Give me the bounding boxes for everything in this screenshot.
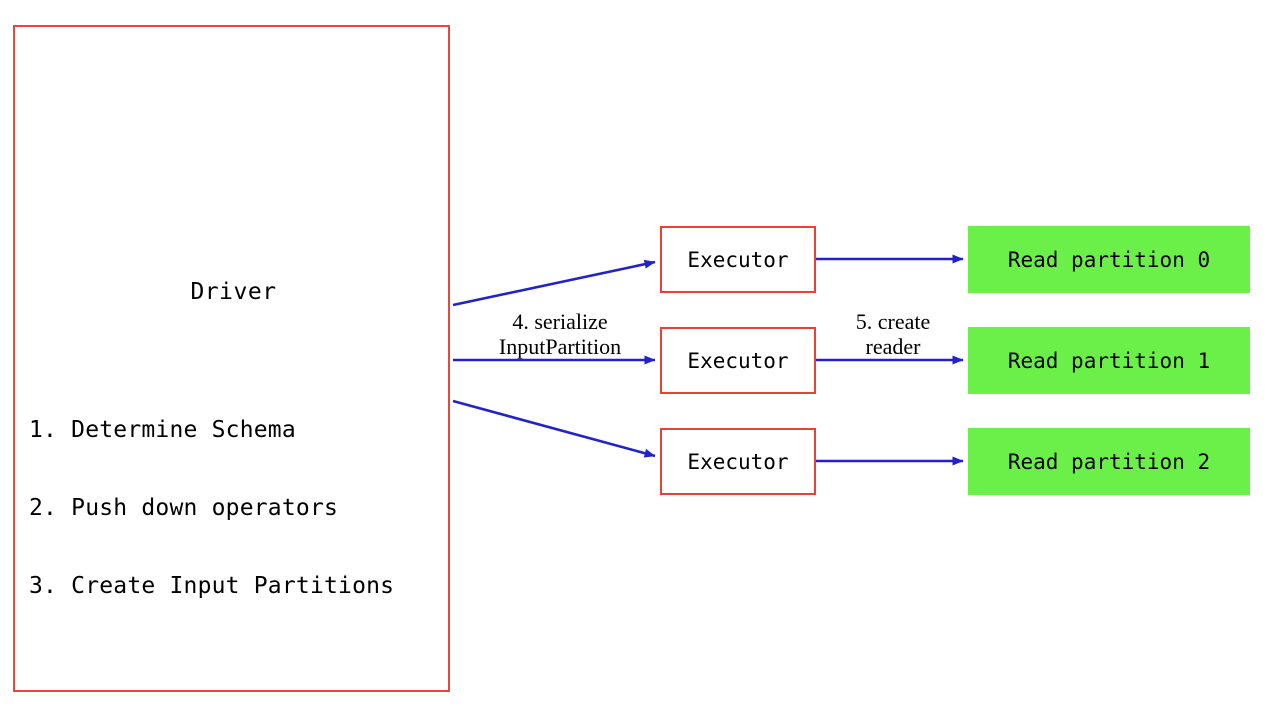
arrow-driver-to-executor-2 <box>452 399 656 458</box>
executor-box-0: Executor <box>660 226 816 293</box>
driver-step-2: 2. Push down operators <box>29 495 339 521</box>
arrow-driver-to-executor-0 <box>452 259 656 307</box>
partition-box-2: Read partition 2 <box>968 428 1250 495</box>
driver-box: Driver 1. Determine Schema 2. Push down … <box>13 25 450 692</box>
edge-label-serialize-line2: InputPartition <box>498 334 622 359</box>
edge-label-create-reader-line1: 5. create <box>855 309 931 334</box>
executor-box-2: Executor <box>660 428 816 495</box>
driver-step-list: 1. Determine Schema 2. Push down operato… <box>29 365 449 651</box>
edge-label-serialize: 4. serialize InputPartition <box>460 309 660 359</box>
driver-step-3: 3. Create Input Partitions <box>29 573 395 599</box>
edge-label-create-reader: 5. create reader <box>818 309 968 359</box>
driver-step-1: 1. Determine Schema <box>29 417 296 443</box>
edge-label-create-reader-line2: reader <box>865 334 921 359</box>
partition-box-0: Read partition 0 <box>968 226 1250 293</box>
driver-title: Driver <box>190 279 277 305</box>
partition-box-1: Read partition 1 <box>968 327 1250 394</box>
executor-box-1: Executor <box>660 327 816 394</box>
edge-label-serialize-line1: 4. serialize <box>512 309 608 334</box>
